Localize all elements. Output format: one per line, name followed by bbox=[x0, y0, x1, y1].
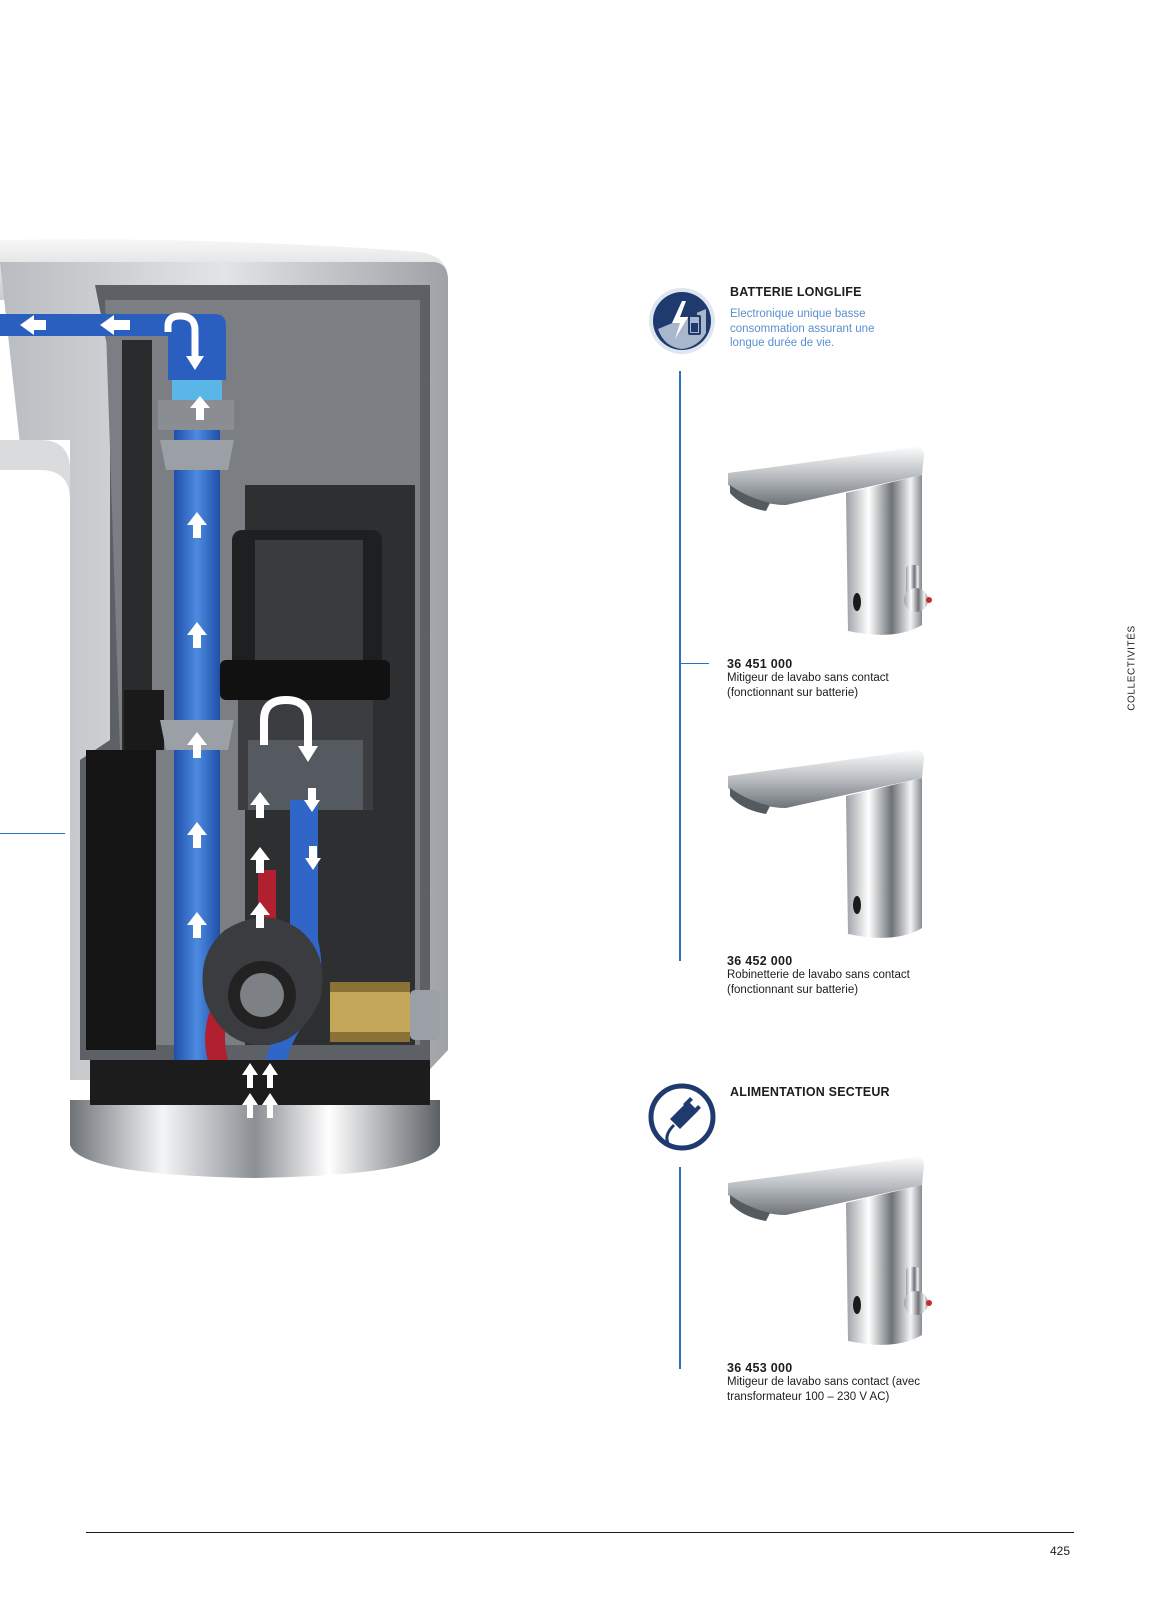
product-code: 36 452 000 bbox=[727, 954, 793, 968]
product-faucet-image bbox=[728, 447, 932, 635]
product-faucet-image bbox=[728, 750, 924, 938]
product-faucet-image bbox=[728, 1157, 932, 1345]
product-code: 36 451 000 bbox=[727, 657, 793, 671]
footer-rule bbox=[86, 1532, 1074, 1533]
battery-feature-title: BATTERIE LONGLIFE bbox=[730, 285, 862, 299]
section-tab: COLLECTIVITÉS bbox=[1126, 625, 1138, 711]
product-description: Mitigeur de lavabo sans contact (avec tr… bbox=[727, 1376, 921, 1403]
power-plug-icon bbox=[648, 1083, 716, 1151]
lightning-battery-icon bbox=[649, 288, 715, 354]
faucet-cutaway-illustration bbox=[0, 239, 448, 1178]
page-number: 425 bbox=[1050, 1544, 1071, 1558]
mains-group-line bbox=[679, 1167, 681, 1369]
mains-feature-title: ALIMENTATION SECTEUR bbox=[730, 1085, 890, 1099]
product-code: 36 453 000 bbox=[727, 1361, 793, 1375]
battery-group-line bbox=[679, 371, 681, 961]
product-1-connector bbox=[679, 663, 709, 664]
battery-feature-description: Electronique unique basse consommation a… bbox=[730, 308, 875, 349]
illustration-connector-line bbox=[0, 833, 65, 834]
product-description: Mitigeur de lavabo sans contact (fonctio… bbox=[727, 672, 889, 699]
product-description: Robinetterie de lavabo sans contact (fon… bbox=[727, 969, 910, 996]
